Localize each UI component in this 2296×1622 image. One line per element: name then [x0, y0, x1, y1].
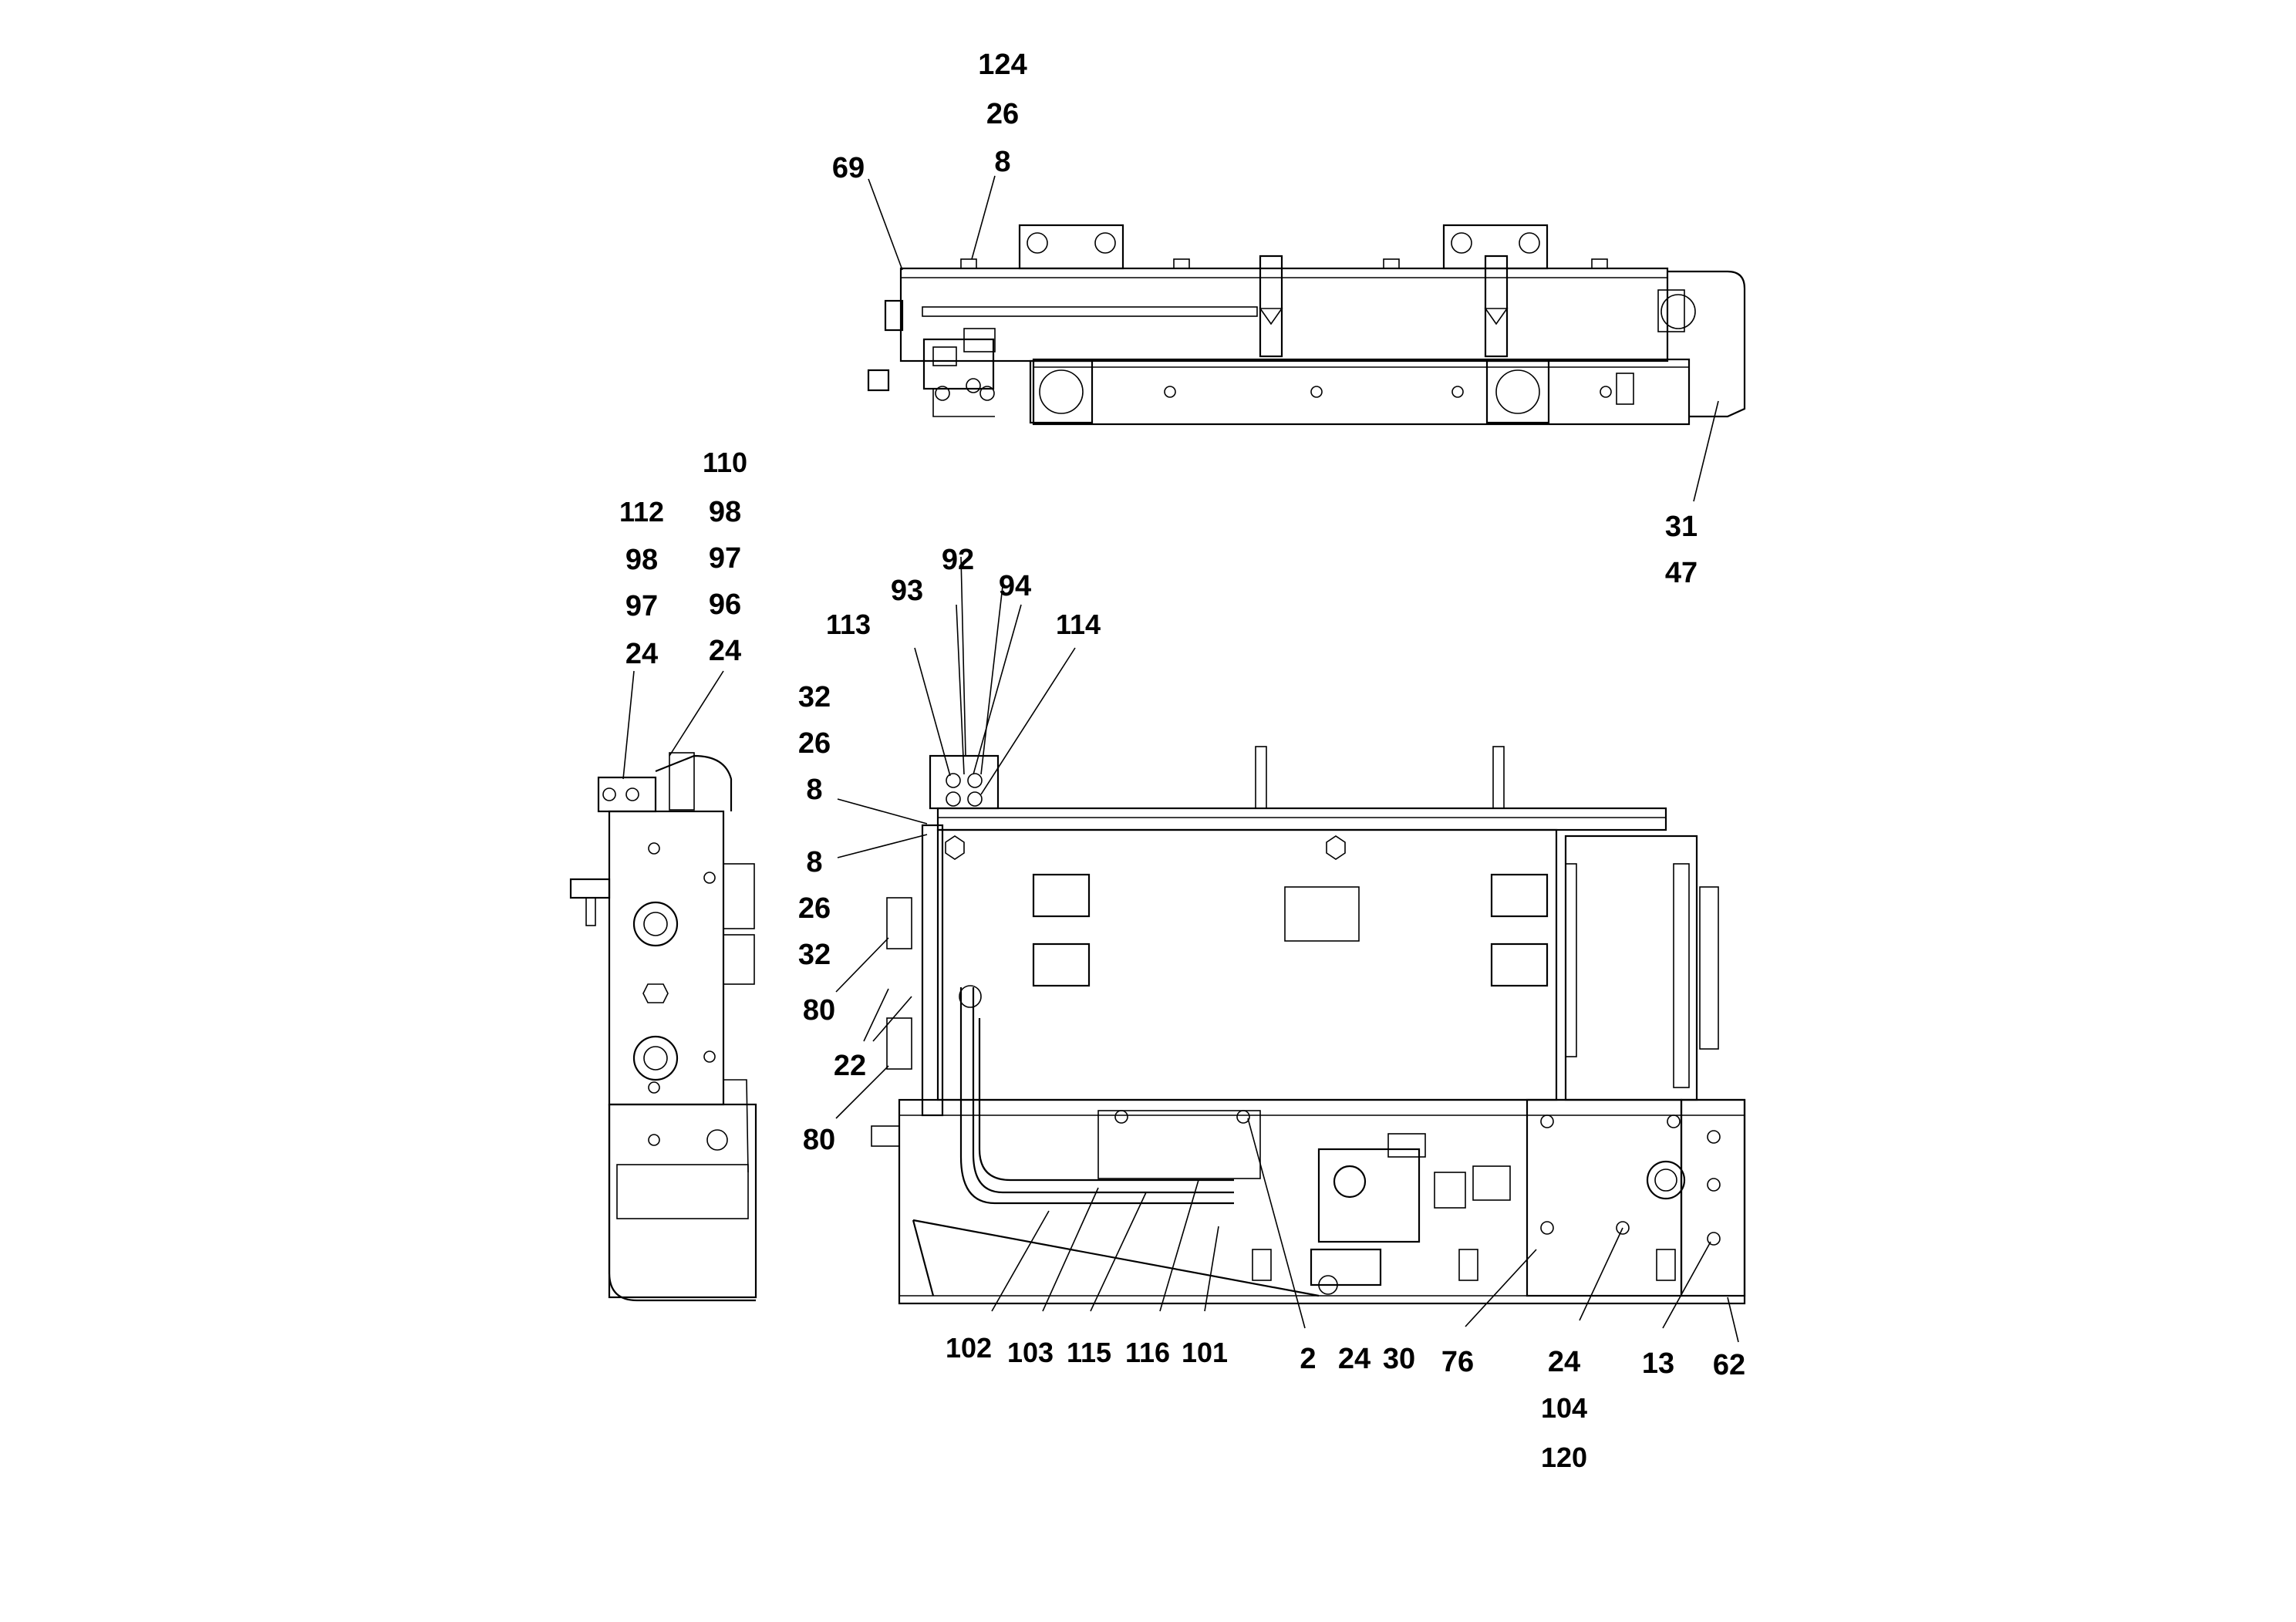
callout-114: 114 [1056, 609, 1101, 640]
callout-92: 92 [942, 544, 974, 576]
callout-24: 24 [1548, 1346, 1580, 1378]
callout-110: 110 [703, 447, 747, 478]
callout-76: 76 [1441, 1346, 1474, 1378]
callout-32: 32 [798, 939, 831, 971]
callout-102: 102 [946, 1332, 992, 1364]
callout-8: 8 [994, 146, 1010, 178]
callout-13: 13 [1642, 1347, 1674, 1380]
front-view [871, 746, 1746, 1305]
callout-113: 113 [826, 609, 871, 640]
callout-22: 22 [834, 1050, 866, 1082]
callout-120: 120 [1541, 1442, 1587, 1473]
callout-97: 97 [625, 590, 658, 622]
leader-lines [622, 175, 1739, 1343]
side-view [569, 752, 757, 1302]
callout-98: 98 [709, 496, 741, 528]
callout-8: 8 [806, 774, 822, 806]
callout-93: 93 [891, 575, 923, 607]
callout-96: 96 [709, 588, 741, 621]
callout-labels: 124 26 8 69 31 47 110 112 98 98 97 97 96… [619, 49, 1745, 1473]
callout-32: 32 [798, 681, 831, 713]
callout-62: 62 [1713, 1349, 1745, 1381]
callout-26: 26 [798, 892, 831, 925]
callout-80: 80 [803, 994, 835, 1027]
top-view [867, 224, 1746, 426]
callout-31: 31 [1665, 511, 1698, 543]
callout-104: 104 [1541, 1392, 1587, 1424]
callout-112: 112 [619, 496, 664, 528]
callout-115: 115 [1067, 1337, 1111, 1368]
callout-103: 103 [1007, 1337, 1054, 1368]
callout-80: 80 [803, 1124, 835, 1156]
callout-47: 47 [1665, 557, 1698, 589]
callout-116: 116 [1125, 1337, 1170, 1368]
callout-24: 24 [709, 635, 741, 667]
callout-124: 124 [978, 49, 1027, 81]
callout-26: 26 [798, 727, 831, 760]
callout-98: 98 [625, 544, 658, 576]
callout-24: 24 [625, 638, 658, 670]
callout-94: 94 [999, 570, 1031, 602]
callout-26: 26 [986, 98, 1019, 130]
callout-97: 97 [709, 542, 741, 575]
callout-69: 69 [832, 152, 865, 184]
callout-24: 24 [1338, 1343, 1371, 1375]
callout-30: 30 [1383, 1343, 1415, 1375]
callout-8: 8 [806, 846, 822, 878]
callout-2: 2 [1300, 1343, 1316, 1375]
callout-101: 101 [1182, 1337, 1228, 1368]
